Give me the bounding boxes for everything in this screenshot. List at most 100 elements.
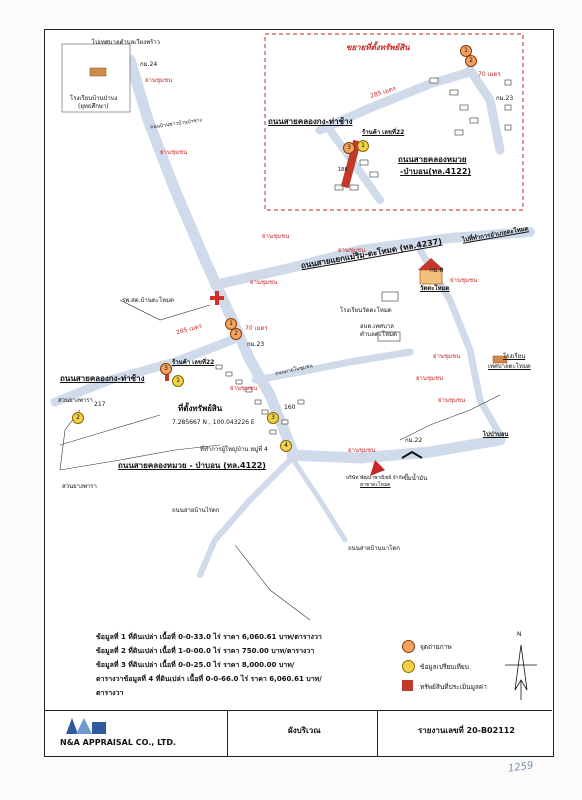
- label-gas: ปั๊มน้ำมัน: [404, 475, 428, 482]
- label-community-4: ย่านชุมชน: [338, 247, 366, 254]
- marker-3-main: 3: [267, 412, 279, 424]
- info-row-3: ข้อมูลที่ 3 ที่ดินเปล่า เนื้อที่ 0-0-25.…: [96, 661, 295, 669]
- building: [215, 364, 223, 370]
- temple-icon: [418, 258, 444, 285]
- label-to-phrao: ไปเทศบาลตำบลเวียงพร้าว: [92, 39, 161, 46]
- label-hospital: รพ.สต.บ้านดะโหมด: [122, 297, 174, 304]
- road-community: [251, 348, 414, 384]
- gas-station-icon: [401, 450, 423, 459]
- building: [225, 371, 233, 377]
- road-to-natok: [289, 455, 348, 543]
- label-rubber-2: สวนยางพารา: [62, 483, 97, 490]
- subject-property-detail: [340, 139, 362, 189]
- building: [504, 104, 512, 111]
- road-4237: [210, 227, 535, 290]
- building: [235, 379, 243, 385]
- legend-photo-label: จุดถ่ายภาพ: [420, 643, 452, 651]
- detail-box: [264, 33, 524, 211]
- photo-point-3: 2: [230, 328, 242, 340]
- building: [369, 171, 379, 178]
- building: [254, 399, 262, 405]
- north-arrow-icon: [505, 644, 537, 700]
- map-frame: [44, 29, 554, 757]
- label-site: ที่ตั้งทรัพย์สิน: [178, 404, 223, 413]
- label-km8: กม.8: [430, 267, 444, 274]
- detail-photo-2: 2: [465, 55, 477, 67]
- label-km23: กม.23: [247, 341, 265, 348]
- label-community-5: ย่านชุมชน: [450, 277, 478, 284]
- label-community-8: ย่านชุมชน: [416, 375, 444, 382]
- legend-compare-swatch: [402, 660, 415, 673]
- school-right-icon: [492, 355, 508, 364]
- label-school-right: โรงเรียน: [503, 353, 526, 360]
- path-line-4: [399, 394, 501, 441]
- path-line-6: [119, 299, 211, 321]
- label-community-11: ย่านชุมชน: [438, 397, 466, 404]
- label-km24: กม.24: [140, 61, 158, 68]
- detail-num-188: 188: [338, 167, 348, 173]
- building: [297, 399, 305, 405]
- label-160: 160: [284, 404, 296, 411]
- detail-road-main: ถนนสายคลองหมวย: [398, 155, 467, 164]
- building: [269, 429, 277, 435]
- comparison-info: ข้อมูลที่ 1 ที่ดินเปล่า เนื้อที่ 0-0-33.…: [44, 626, 552, 710]
- detail-photo-1: 1: [460, 45, 472, 57]
- info-row-1: ข้อมูลที่ 1 ที่ดินเปล่า เนื้อที่ 0-0-33.…: [96, 633, 322, 641]
- detail-road-main-2: -ป่าบอน(ทล.4122): [400, 167, 472, 176]
- detail-title: ขยายที่ตั้งทรัพย์สิน: [346, 43, 410, 52]
- building: [245, 387, 253, 393]
- legend-compare-label: ข้อมูลเปรียบเทียบ: [420, 663, 469, 671]
- label-community-9: ย่านชุมชน: [230, 385, 258, 392]
- detail-dist-70: 70 เมตร: [478, 71, 501, 78]
- label-company-sub: สาขาดะโหมด: [360, 482, 391, 488]
- label-village-office: ที่ทำการผู้ใหญ่บ้าน หมู่ที่ 4: [200, 446, 268, 453]
- building: [261, 409, 269, 415]
- school-top-area: [61, 43, 131, 113]
- path-line-5: [234, 544, 311, 621]
- building: [459, 104, 469, 111]
- footer-title-cell: ผังบริเวณ: [227, 711, 378, 756]
- label-temple: วัดดะโหมด: [420, 285, 450, 292]
- label-school-dhm: โรงเรียนวัดดะโหมด: [340, 307, 392, 314]
- info-row-2: ข้อมูลที่ 2 ที่ดินเปล่า เนื้อที่ 1-0-00.…: [96, 647, 315, 655]
- label-school-right-sub: เทศบาลดะโหมด: [488, 363, 531, 370]
- label-community-6: ย่านชุมชน: [250, 279, 278, 286]
- label-road-to-rai: ถนนสายบ้านไร่ดก: [172, 507, 220, 514]
- school-dhm-icon: [381, 291, 399, 302]
- building: [429, 77, 439, 84]
- label-road-khlong: ถนนสายคลองกง-ท่าช้าง: [60, 374, 145, 383]
- label-community-2: ย่านชุมชน: [160, 149, 188, 156]
- label-road-main: ถนนสายคลองหมวย - ป่าบอน (ทล.4122): [118, 461, 266, 470]
- label-shop22: ร้านค้า เลขที่22: [172, 359, 215, 366]
- office-icon: [377, 331, 401, 342]
- building: [281, 419, 289, 425]
- label-office: อบต.เทศบาล: [360, 323, 394, 330]
- marker-2-main: 2: [72, 412, 84, 424]
- label-coords: 7.285667 N , 100.043226 E: [172, 419, 255, 426]
- road-to-rai: [197, 455, 295, 578]
- footer-report: รายงานเลขที่ 20-B02112: [418, 726, 515, 735]
- path-line-2: [59, 414, 161, 446]
- label-dist-70: 70 เมตร: [245, 325, 268, 332]
- building: [469, 117, 479, 124]
- label-km22: กม.22: [405, 437, 423, 444]
- detail-road-khlong: ถนนสายคลองกง-ท่าช้าง: [268, 117, 353, 126]
- footer: N&A APPRAISAL CO., LTD. ผังบริเวณ รายงาน…: [44, 710, 552, 756]
- label-school-top: โรงเรียนบ้านป่าบง: [70, 95, 118, 102]
- school-top-icon: [89, 67, 107, 77]
- company-logo-mark: [64, 716, 108, 736]
- detail-photo-3: 3: [343, 142, 355, 154]
- road-detail-2: [465, 65, 505, 155]
- legend-photo-swatch: [402, 640, 415, 653]
- photo-point-1: 3: [160, 363, 172, 375]
- label-to-pabon: ไปป่าบอน: [483, 431, 509, 438]
- building: [504, 79, 512, 86]
- label-community-1: ย่านชุมชน: [145, 77, 173, 84]
- building: [334, 184, 344, 191]
- label-road-to-natok: ถนนสายบ้านนาโตก: [348, 545, 400, 552]
- label-community-3: ย่านชุมชน: [262, 233, 290, 240]
- building: [349, 184, 359, 191]
- label-rubber-1: สวนยางพารา: [58, 397, 93, 404]
- label-school-top-sub: (ยุทธศึกษา): [78, 103, 109, 110]
- info-row-4: ตารางวาข้อมูลที่ 4 ที่ดินเปล่า เนื้อที่ …: [96, 675, 322, 683]
